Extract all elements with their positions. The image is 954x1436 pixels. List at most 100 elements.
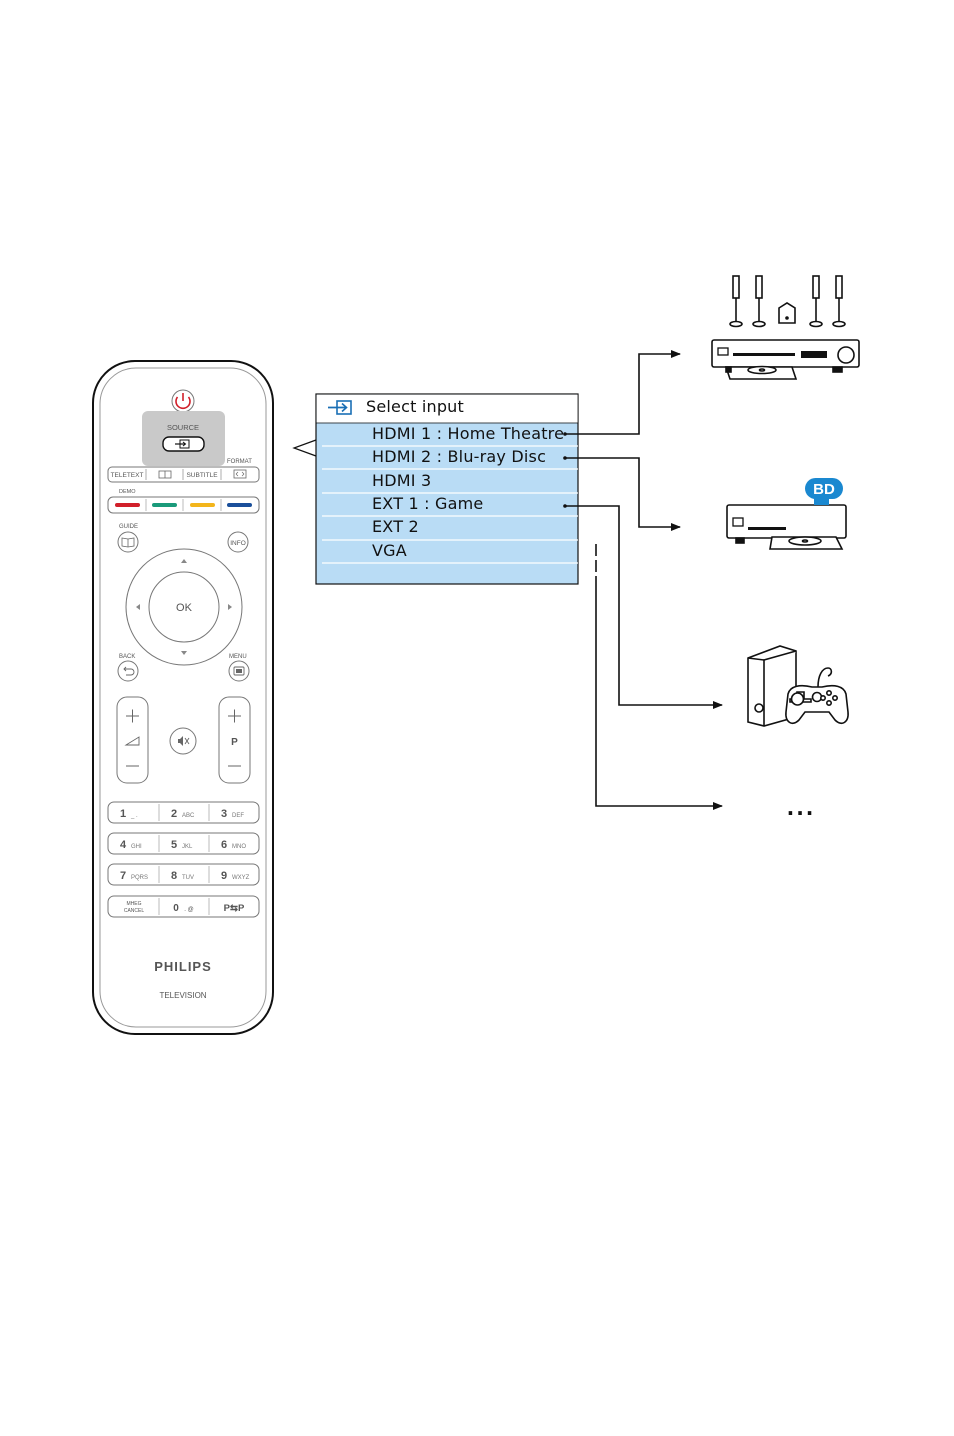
keypad-row	[107, 832, 260, 855]
menu-button[interactable]	[228, 660, 250, 682]
blue-key[interactable]	[227, 503, 252, 507]
subtitle-button[interactable]: SUBTITLE	[186, 472, 218, 479]
mheg-label: MHEG	[127, 901, 142, 907]
format-label: FORMAT	[227, 459, 252, 465]
key-number: 1	[120, 808, 126, 820]
volume-rocker[interactable]	[116, 696, 149, 784]
key-letters: _ .	[130, 813, 138, 819]
remote-control: SOURCE FORMAT TELETEXT SUBTITLE	[92, 360, 274, 1035]
key-number: 3	[221, 808, 227, 820]
connector-more	[595, 544, 723, 810]
number-key-4[interactable]: 4 GHI	[120, 839, 142, 851]
bd-badge-label: BD	[813, 481, 835, 498]
back-button[interactable]	[117, 660, 139, 682]
mheg-cancel-button[interactable]: MHEG CANCEL	[124, 901, 145, 914]
yellow-key[interactable]	[190, 503, 215, 507]
right-arrow-icon[interactable]	[228, 604, 232, 610]
book-icon	[121, 537, 135, 548]
power-button[interactable]	[171, 389, 195, 413]
menu-item[interactable]: HDMI 1 : Home Theatre	[372, 424, 565, 443]
menu-item[interactable]: HDMI 3	[372, 471, 432, 490]
back-icon	[124, 668, 135, 676]
menu-item[interactable]: EXT 2	[372, 517, 419, 536]
red-key[interactable]	[115, 503, 140, 507]
connector-bluray	[563, 456, 681, 531]
number-key-8[interactable]: 8 TUV	[171, 870, 194, 882]
key-letters: GHI	[131, 844, 142, 850]
ok-button[interactable]: OK	[148, 571, 220, 643]
connector-game	[563, 504, 723, 709]
key-letters: MNO	[232, 844, 246, 850]
pp-button[interactable]: P⇆P	[224, 903, 245, 914]
menu-label: MENU	[229, 654, 247, 660]
menu-title: Select input	[366, 397, 465, 416]
select-input-menu	[292, 393, 579, 585]
key-letters: WXYZ	[232, 875, 250, 881]
television-label: TELEVISION	[159, 991, 206, 1000]
connector-home-theatre	[563, 350, 681, 436]
subwoofer-icon	[778, 302, 796, 324]
more-devices-ellipsis: ...	[787, 796, 816, 820]
bluray-player-icon: BD	[726, 478, 847, 550]
program-rocker[interactable]: P	[218, 696, 251, 784]
demo-label: DEMO	[119, 489, 136, 495]
number-key-6[interactable]: 6 MNO	[221, 839, 246, 851]
back-label: BACK	[119, 654, 135, 660]
ok-label: OK	[176, 602, 193, 614]
format-icon[interactable]	[233, 469, 247, 479]
zero-key[interactable]: 0 . @	[173, 903, 194, 914]
speaker-icon	[752, 275, 766, 328]
source-icon	[175, 439, 190, 449]
key-number: 6	[221, 839, 227, 851]
cancel-label: CANCEL	[124, 908, 145, 914]
number-key-2[interactable]: 2 ABC	[171, 808, 195, 820]
menu-item[interactable]: VGA	[372, 541, 407, 560]
source-input-icon	[328, 400, 352, 415]
game-console-icon	[747, 645, 849, 727]
guide-button[interactable]	[117, 531, 139, 553]
info-button[interactable]: INFO	[227, 531, 249, 553]
key-number: 7	[120, 870, 126, 882]
home-theatre-icon	[711, 275, 860, 380]
menu-icon	[233, 666, 245, 676]
green-key[interactable]	[152, 503, 177, 507]
callout-pointer	[292, 439, 317, 457]
volume-icon	[124, 736, 140, 746]
key-letters: ABC	[182, 813, 195, 819]
key-letters: TUV	[182, 875, 194, 881]
keypad-row	[107, 801, 260, 824]
key-letters: PQRS	[131, 875, 148, 881]
menu-item[interactable]: EXT 1 : Game	[372, 494, 484, 513]
menu-item[interactable]: HDMI 2 : Blu-ray Disc	[372, 447, 547, 466]
number-key-7[interactable]: 7 PQRS	[120, 870, 148, 882]
mute-icon	[178, 736, 190, 746]
bottom-key-row: MHEG CANCEL 0 . @ P⇆P	[107, 895, 260, 918]
key-number: 2	[171, 808, 177, 820]
speaker-icon	[809, 275, 823, 328]
program-label: P	[231, 737, 238, 748]
number-key-1[interactable]: 1 _ .	[120, 808, 138, 820]
left-arrow-icon[interactable]	[136, 604, 140, 610]
mute-button[interactable]	[169, 727, 197, 755]
bd-badge: BD	[805, 478, 843, 499]
key-letters: DEF	[232, 813, 244, 819]
gamepad-dpad-icon	[789, 691, 812, 706]
down-arrow-icon[interactable]	[181, 651, 187, 655]
info-label: INFO	[230, 540, 246, 547]
guide-label: GUIDE	[119, 524, 138, 530]
source-button[interactable]: SOURCE	[142, 411, 225, 466]
number-key-3[interactable]: 3 DEF	[221, 808, 244, 820]
teletext-button[interactable]: TELETEXT	[111, 472, 144, 479]
connector-lines	[563, 350, 723, 810]
up-arrow-icon[interactable]	[181, 559, 187, 563]
keypad-row	[107, 863, 260, 886]
color-keys	[107, 496, 260, 514]
key-number: 8	[171, 870, 177, 882]
dual-screen-icon[interactable]	[158, 470, 172, 479]
key-number: 4	[120, 839, 127, 851]
teletext-row: TELETEXT SUBTITLE	[107, 466, 260, 483]
